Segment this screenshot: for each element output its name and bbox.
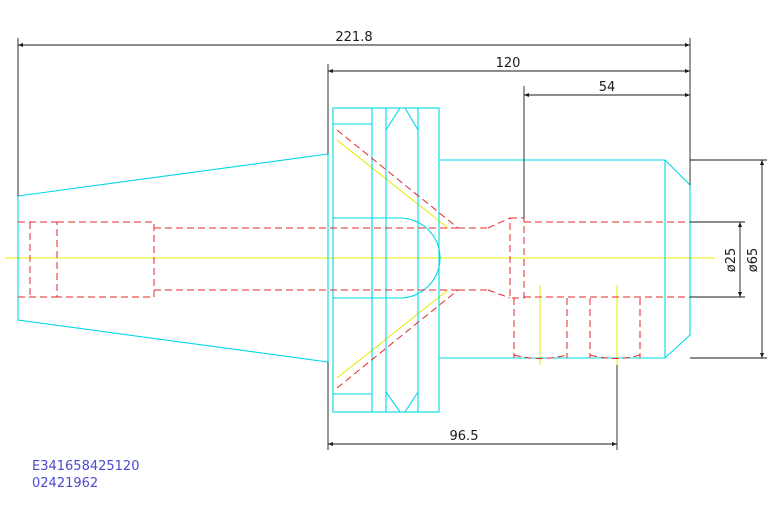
dim-flange-to-end-label: 120 <box>496 56 521 71</box>
centerline <box>5 139 715 379</box>
dim-bore-depth-label: 54 <box>599 80 616 95</box>
dim-outer-diameter-label: ø65 <box>746 248 761 273</box>
part-code-line1: E341658425120 <box>32 459 140 474</box>
drive-slot <box>333 217 441 299</box>
tool-bore <box>509 217 525 299</box>
dim-overall-label: 221.8 <box>335 30 372 45</box>
v-groove-top <box>385 107 419 131</box>
dim-bore-diameter-label: ø25 <box>724 248 739 273</box>
dimension-lines <box>17 38 767 450</box>
shank-bore <box>56 221 155 298</box>
v-groove-bottom <box>385 391 419 413</box>
hidden-lines <box>18 129 690 389</box>
body <box>439 159 691 359</box>
dim-flange-to-groove-label: 96.5 <box>450 429 479 444</box>
part-code-line2: 02421962 <box>32 476 99 491</box>
